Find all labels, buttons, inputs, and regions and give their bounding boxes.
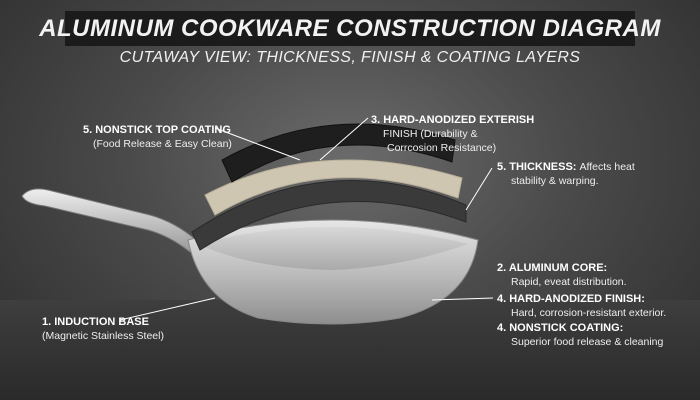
label-thickness: 5. THICKNESS: Affects heat stability & w… [497, 160, 635, 188]
label-detail-line1: FINISH (Durability & [383, 128, 478, 140]
label-heading: 3. HARD-ANODIZED EXTERISH [371, 114, 535, 126]
label-heading: 2. ALUMINUM CORE: [497, 262, 608, 274]
leader-hard-anodized-finish [431, 297, 494, 301]
nonstick-top-layer [221, 123, 456, 183]
label-detail-line2: stability & warping. [511, 175, 599, 187]
label-hard-anodized-finish: 4. HARD-ANODIZED FINISH: Hard, corrosion… [497, 292, 666, 320]
label-detail: Hard, corrosion-resistant exterior. [511, 307, 667, 319]
label-heading: 5. THICKNESS: [497, 161, 577, 173]
label-nonstick-top-coating: 5. NONSTICK TOP COATING (Food Release & … [83, 123, 232, 151]
label-induction-base: 1. INDUCTION BASE (Magnetic Stainless St… [42, 315, 164, 343]
label-detail-inline: Affects heat [579, 161, 635, 173]
leader-induction-base [119, 297, 216, 321]
leader-thickness [465, 167, 493, 211]
page-subtitle: CUTAWAY VIEW: THICKNESS, FINISH & COATIN… [119, 49, 581, 66]
pan-handle [21, 188, 197, 253]
page-title: ALUMINUM COOKWARE CONSTRUCTION DIAGRAM [39, 14, 661, 42]
title-bar: ALUMINUM COOKWARE CONSTRUCTION DIAGRAM [39, 11, 660, 46]
label-heading: 4. HARD-ANODIZED FINISH: [497, 293, 645, 305]
label-detail: (Magnetic Stainless Steel) [42, 330, 164, 342]
label-aluminum-core: 2. ALUMINUM CORE: Rapid, eveat distribut… [497, 261, 627, 289]
label-heading: 4. NONSTICK COATING: [497, 322, 624, 334]
label-detail: Rapid, eveat distribution. [511, 276, 627, 288]
leader-hard-anodized-exterish [319, 117, 369, 161]
label-hard-anodized-exterish: 3. HARD-ANODIZED EXTERISH FINISH (Durabi… [371, 113, 534, 155]
label-detail: (Food Release & Easy Clean) [93, 138, 232, 150]
label-detail-line2: Corrcosion Resistance) [387, 142, 497, 154]
label-heading: 1. INDUCTION BASE [42, 316, 149, 328]
leader-nonstick-top [214, 127, 301, 161]
label-nonstick-coating: 4. NONSTICK COATING: Superior food relea… [497, 321, 663, 349]
label-detail: Superior food release & cleaning [511, 336, 664, 348]
dark-layer [191, 180, 467, 251]
pan-interior [198, 227, 468, 270]
label-heading: 5. NONSTICK TOP COATING [83, 124, 231, 136]
beige-layer [204, 159, 463, 216]
